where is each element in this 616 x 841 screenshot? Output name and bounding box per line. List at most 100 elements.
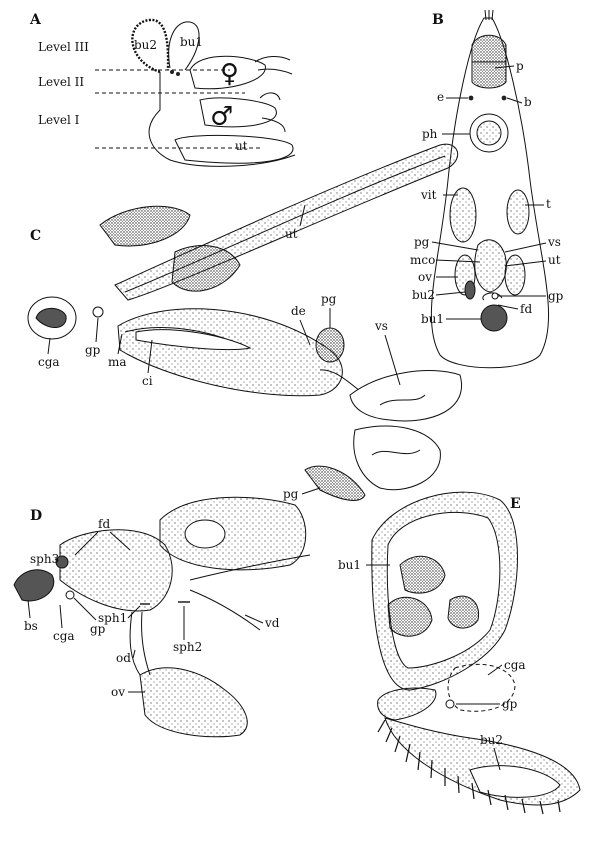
seminal-vesicle-b <box>504 254 526 296</box>
label-ov-d: ov <box>111 685 125 699</box>
ovary-cluster-top <box>159 496 307 571</box>
label-ci: ci <box>142 374 153 388</box>
panel-d: D fd sph3 bs cga gp sph1 sph2 <box>13 496 311 738</box>
label-bu1-b: bu1 <box>421 312 444 326</box>
female-symbol: ♀ <box>220 59 239 89</box>
uterus-lumen <box>124 155 446 293</box>
panel-c-letter: C <box>30 228 41 244</box>
uterus-shape <box>174 134 294 164</box>
sperm-masses <box>371 394 426 456</box>
dot-1 <box>170 70 174 74</box>
vitellarium <box>449 187 477 243</box>
panel-d-letter: D <box>30 508 42 524</box>
eye-right <box>501 95 507 101</box>
seminal-vesicle-1 <box>349 370 463 422</box>
prostatic-gland-lower <box>304 465 366 501</box>
sphincter-3 <box>55 555 69 569</box>
level-ii-label: Level II <box>38 75 84 89</box>
label-ut-a: ut <box>235 139 248 153</box>
label-gp-e: gp <box>502 697 518 711</box>
seminal-vesicle-2 <box>353 425 441 491</box>
panel-a: A Level III Level II Level I bu2 bu1 ut … <box>29 12 296 167</box>
label-sph2: sph2 <box>173 640 202 654</box>
sperm-mass-3 <box>447 595 480 629</box>
label-fd-b: fd <box>520 302 532 316</box>
label-ov: ov <box>418 270 432 284</box>
bursa-bu1-shape <box>168 21 200 71</box>
label-mco: mco <box>410 253 435 267</box>
oviduct-wall <box>141 611 151 676</box>
label-cga-d: cga <box>53 629 75 643</box>
label-cga-e: cga <box>504 658 526 672</box>
bursa-bu2-shape <box>131 18 170 74</box>
ovary-d <box>139 667 248 738</box>
bursa-bu1-b <box>480 304 508 332</box>
male-symbol: ♂ <box>210 102 233 132</box>
label-vd: vd <box>264 616 280 630</box>
label-e: e <box>437 90 444 104</box>
label-vit: vit <box>420 188 437 202</box>
eye-left <box>468 95 474 101</box>
cirrus <box>135 329 252 351</box>
vitelline-duct <box>189 554 311 581</box>
male-organ-shape <box>199 97 277 128</box>
gonopore-c <box>92 306 104 318</box>
label-gp-b: gp <box>548 289 564 303</box>
label-bs: bs <box>24 619 38 633</box>
level-i-label: Level I <box>38 113 80 127</box>
label-vs-c: vs <box>374 319 388 333</box>
bursa-bu2-b <box>464 280 476 300</box>
label-sph3: sph3 <box>30 552 59 566</box>
bursa-bu2-lumen <box>469 765 561 798</box>
oviduct <box>129 611 141 676</box>
label-bu1-a: bu1 <box>180 35 203 49</box>
label-bu2-a: bu2 <box>134 38 157 52</box>
prostatic-gland-upper <box>315 327 345 363</box>
label-ut-b: ut <box>548 253 561 267</box>
gonopore-d <box>65 590 75 600</box>
label-pg-c1: pg <box>321 292 337 306</box>
female-organ-shape <box>189 55 266 90</box>
level-iii-label: Level III <box>38 40 89 54</box>
label-bu2-b: bu2 <box>412 288 435 302</box>
pharynx-inner <box>476 120 502 146</box>
atrium-content <box>35 307 67 328</box>
cga-region-e <box>447 663 516 712</box>
female-duct-chamber <box>59 529 173 612</box>
testis <box>506 189 530 235</box>
label-b: b <box>524 95 532 109</box>
label-t: t <box>546 197 551 211</box>
ovary-nucleus <box>184 519 226 549</box>
panel-e-letter: E <box>510 496 521 512</box>
label-pg-c2: pg <box>283 487 299 501</box>
panel-b-letter: B <box>432 12 444 28</box>
panel-a-letter: A <box>29 12 42 28</box>
female-duct <box>254 56 293 75</box>
panel-b: B p e b ph vit t <box>410 9 564 369</box>
dot-2 <box>176 72 180 76</box>
label-bu1-e: bu1 <box>338 558 361 572</box>
panel-c: C ut cga gp ma ci de p <box>27 143 463 501</box>
body-contour <box>148 72 296 167</box>
label-p: p <box>516 59 524 73</box>
panel-e: E bu1 <box>338 491 581 815</box>
label-pg: pg <box>414 235 430 249</box>
cilia-1 <box>484 9 487 21</box>
sperm-mass-1 <box>399 555 446 594</box>
bursal-stalk <box>13 569 55 602</box>
sperm-mass-2 <box>387 596 433 637</box>
male-copulatory-organ <box>474 239 507 293</box>
label-gp-c: gp <box>85 343 101 357</box>
gonopore-e <box>445 699 455 709</box>
male-duct <box>259 92 286 133</box>
gland-cluster-1 <box>99 205 191 247</box>
gland-cluster-2 <box>171 245 241 292</box>
label-de: de <box>291 304 306 318</box>
gonopore-b <box>491 292 499 300</box>
label-od: od <box>116 651 131 665</box>
label-sph1: sph1 <box>98 611 127 625</box>
vitelline-duct-2 <box>189 589 261 631</box>
label-bu2-e: bu2 <box>480 733 503 747</box>
label-fd-d: fd <box>98 517 110 531</box>
